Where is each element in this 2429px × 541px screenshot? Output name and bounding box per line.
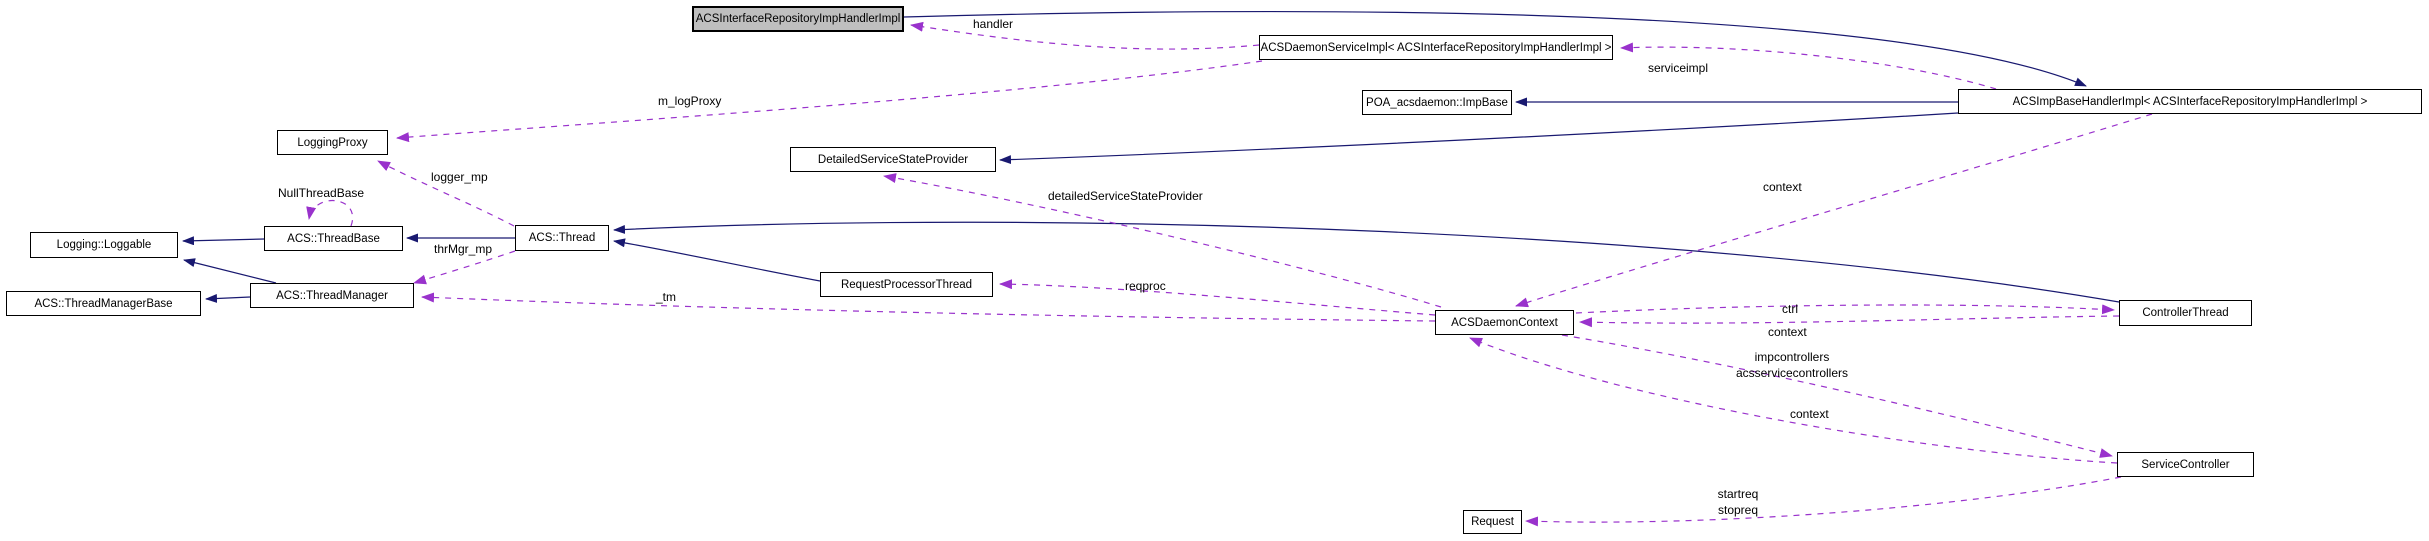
edge-label-tm: _tm — [656, 290, 677, 304]
edge-label-impcontrollers: impcontrollers acsservicecontrollers — [1735, 350, 1849, 380]
edge-usage-logger-mp — [377, 160, 515, 227]
node-controllerthread[interactable]: ControllerThread — [2119, 300, 2252, 326]
node-poa-acsdaemon-impbase[interactable]: POA_acsdaemon::ImpBase — [1362, 90, 1512, 115]
edge-label-startreq-stopreq: startreq stopreq — [1717, 487, 1759, 517]
node-loggingproxy[interactable]: LoggingProxy — [277, 130, 388, 155]
node-acsimpbasehandlerimpl[interactable]: ACSImpBaseHandlerImpl< ACSInterfaceRepos… — [1958, 89, 2422, 114]
node-acs-threadmanagerbase[interactable]: ACS::ThreadManagerBase — [6, 291, 201, 316]
edge-label-reqproc: reqproc — [1125, 279, 1166, 293]
edge-usage-context-from-servicecontroller — [1469, 337, 2118, 464]
edge-label-ctrl: ctrl — [1782, 302, 1798, 316]
edge-usage-detailedservicestateprovider — [883, 173, 1442, 308]
edge-label-m-logproxy: m_logProxy — [658, 94, 722, 108]
edge-label-context-impbase: context — [1763, 180, 1802, 194]
edge-usage-thrmgr-mp — [413, 250, 516, 285]
edge-inherit-requestprocessorthread-to-thread — [613, 238, 821, 282]
edge-label-thrmgr-mp: thrMgr_mp — [434, 242, 493, 256]
edge-label-serviceimpl: serviceimpl — [1648, 61, 1709, 75]
node-acsdaemonserviceimpl[interactable]: ACSDaemonServiceImpl< ACSInterfaceReposi… — [1259, 35, 1613, 60]
edge-usage-ctrl — [1575, 304, 2115, 315]
edge-label-context-controllerthread: context — [1768, 325, 1807, 339]
edge-usage-tm — [421, 292, 1436, 322]
edge-usage-startreq-stopreq — [1525, 476, 2122, 527]
node-request[interactable]: Request — [1463, 510, 1522, 534]
edge-inherit-acsimpbasehandlerimpl-to-detailedservicestateprovider — [999, 112, 1959, 165]
edge-label-logger-mp: logger_mp — [431, 170, 488, 184]
node-acsinterfacerepositoryimphandlerimpl[interactable]: ACSInterfaceRepositoryImpHandlerImpl — [692, 6, 904, 32]
node-acs-threadbase[interactable]: ACS::ThreadBase — [264, 226, 403, 251]
edge-usage-handler — [910, 21, 1260, 50]
node-logging-loggable[interactable]: Logging::Loggable — [30, 232, 178, 258]
edge-usage-serviceimpl — [1620, 42, 1997, 90]
edge-inherit-threadmanager-to-loggable — [183, 258, 277, 284]
edge-usage-context-from-controllerthread — [1579, 315, 2120, 328]
edge-label-nullthreadbase: NullThreadBase — [278, 186, 365, 200]
edge-inherit-main-to-acsimpbasehandlerimpl — [903, 10, 2087, 87]
edge-inherit-controllerthread-to-thread — [613, 221, 2120, 303]
edge-usage-context-from-impbasehandler — [1515, 113, 2153, 308]
edge-inherit-threadbase-to-loggable — [182, 236, 265, 246]
node-acs-threadmanager[interactable]: ACS::ThreadManager — [250, 283, 414, 308]
edge-usage-m-logproxy — [396, 60, 1263, 143]
node-servicecontroller[interactable]: ServiceController — [2117, 452, 2254, 477]
edge-label-detailedservicestateprovider: detailedServiceStateProvider — [1048, 189, 1203, 203]
edge-usage-nullthreadbase-selfloop — [306, 199, 354, 227]
edge-label-context-servicecontroller: context — [1790, 407, 1829, 421]
node-requestprocessorthread[interactable]: RequestProcessorThread — [820, 272, 993, 297]
edge-usage-impcontrollers — [1561, 334, 2113, 458]
node-acs-thread[interactable]: ACS::Thread — [515, 225, 609, 251]
edge-label-handler: handler — [973, 17, 1014, 31]
node-detailedservicestateprovider[interactable]: DetailedServiceStateProvider — [790, 147, 996, 172]
node-acsdaemoncontext[interactable]: ACSDaemonContext — [1435, 310, 1574, 335]
edge-inherit-threadmanager-to-threadmanagerbase — [205, 294, 251, 303]
edge-usage-reqproc — [999, 279, 1436, 316]
